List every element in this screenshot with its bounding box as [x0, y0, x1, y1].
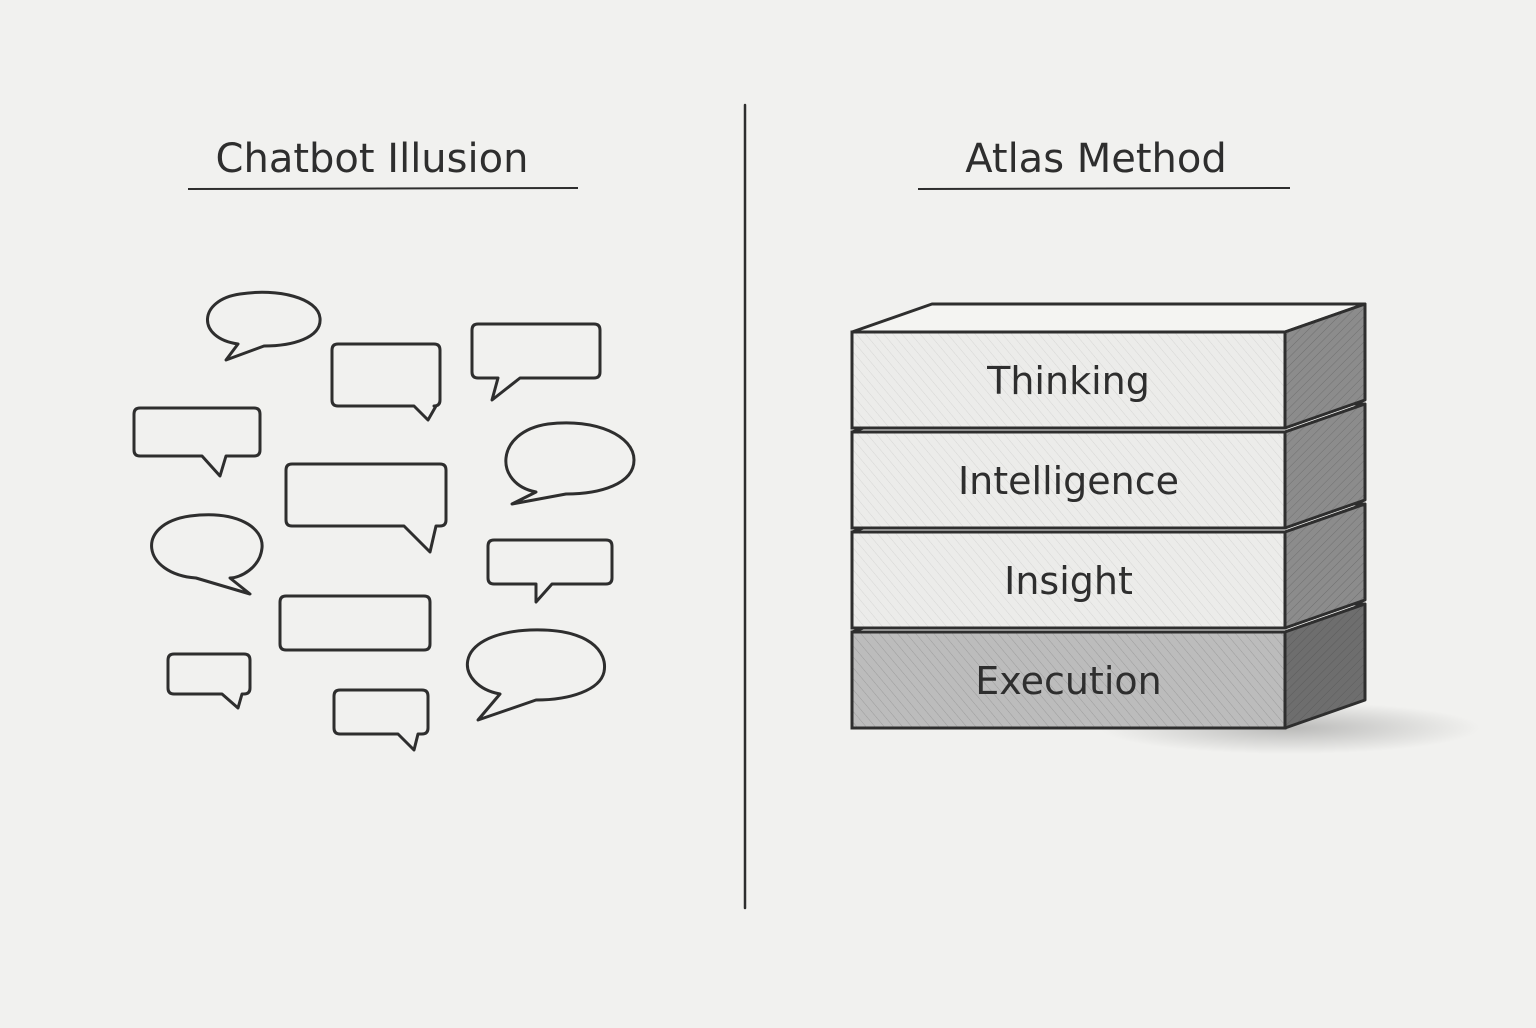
- layer-label: Execution: [975, 659, 1161, 703]
- block-front-hatching: [852, 332, 1285, 428]
- speech-bubble-icon: [470, 322, 602, 402]
- speech-bubble-icon: [330, 342, 442, 422]
- speech-bubble-icon: [278, 594, 432, 652]
- speech-bubble-icon: [206, 290, 322, 362]
- block-front-hatching: [852, 432, 1285, 528]
- speech-bubble-icon: [486, 538, 614, 604]
- block-front-hatching: [852, 532, 1285, 628]
- speech-bubble-icon: [150, 513, 264, 596]
- atlas-layer-stack: Execution Insight Intelligence Thinking: [850, 302, 1367, 730]
- layer-label: Insight: [1004, 559, 1133, 603]
- speech-bubble-icon: [466, 628, 607, 722]
- layer-block-thinking: Thinking: [850, 302, 1367, 430]
- left-heading-underline: [187, 187, 579, 190]
- block-front-hatching: [852, 632, 1285, 728]
- block-top-face: [850, 302, 1367, 334]
- right-heading-underline: [917, 187, 1291, 190]
- block-side-hatching: [1285, 604, 1365, 728]
- speech-bubble-icon: [166, 652, 252, 710]
- speech-bubble-icon: [332, 688, 430, 752]
- block-side-hatching: [1285, 504, 1365, 628]
- block-side-hatching: [1285, 304, 1365, 428]
- speech-bubble-icon: [284, 462, 448, 554]
- right-heading: Atlas Method: [965, 136, 1227, 182]
- left-heading: Chatbot Illusion: [216, 136, 529, 182]
- layer-block-execution: Execution: [850, 602, 1367, 730]
- speech-bubble-cluster: [132, 290, 636, 752]
- speech-bubble-icon: [132, 406, 262, 478]
- speech-bubble-icon: [504, 421, 636, 506]
- block-side-hatching: [1285, 404, 1365, 528]
- layer-label: Thinking: [986, 359, 1150, 403]
- layer-label: Intelligence: [958, 459, 1179, 503]
